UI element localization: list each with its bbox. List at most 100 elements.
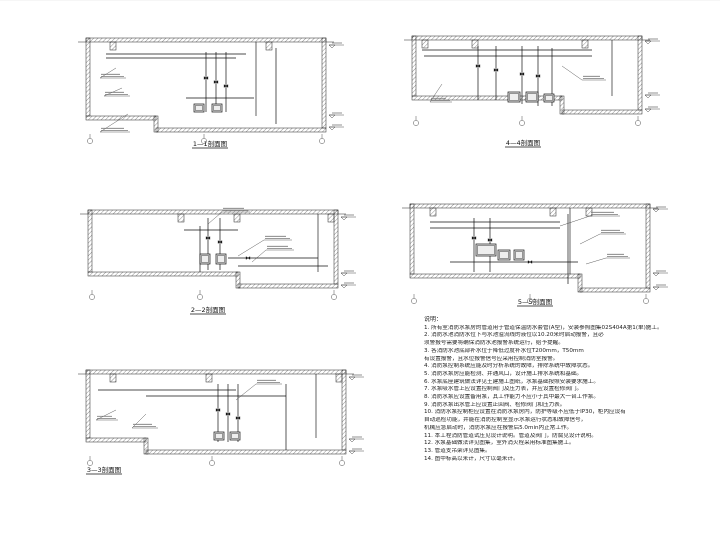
concrete-slab xyxy=(421,39,429,49)
concrete-slab xyxy=(409,273,581,279)
grid-axis-bubble xyxy=(209,460,215,466)
design-notes: 说明： 1. 所有室消防水泵房的管道用于管道保温防水套管(A型)，安装参照图集0… xyxy=(424,316,710,538)
concrete-slab xyxy=(559,95,565,115)
valve-symbol xyxy=(493,68,499,72)
concrete-slab xyxy=(205,373,213,383)
grid-axis-bubble xyxy=(87,460,93,466)
concrete-slab xyxy=(177,213,185,223)
concrete-slab xyxy=(85,37,327,43)
note-item: 有设置报警，且水位报警信号应采用控制消防室报警。 xyxy=(424,355,559,362)
valve-symbol xyxy=(475,64,481,68)
concrete-slab xyxy=(581,39,589,49)
concrete-slab xyxy=(409,203,415,275)
valve-symbol xyxy=(535,74,541,78)
note-item: 11. 本工程消防管道试压见设计说明。管道及阀门，防腐见设计说明。 xyxy=(424,432,597,439)
grid-axis-bubble xyxy=(319,138,325,144)
concrete-slab xyxy=(341,369,347,451)
elevation-mark xyxy=(328,114,336,119)
grid-axis-bubble xyxy=(87,138,93,144)
concrete-slab xyxy=(87,271,239,277)
elevation-mark xyxy=(644,40,652,45)
concrete-slab xyxy=(637,35,643,111)
concrete-slab xyxy=(87,209,339,215)
note-item: 2. 消防水池消防水位下与水池溢流线的液位以10.20米时启动报警，且必 xyxy=(424,332,604,339)
elevation-mark xyxy=(644,94,652,99)
concrete-slab xyxy=(233,213,241,223)
valve-symbol xyxy=(203,76,209,80)
grid-axis-bubble xyxy=(413,120,419,126)
section-title: 3—3剖面图 xyxy=(87,465,121,474)
elevation-mark xyxy=(340,272,348,277)
grid-axis-bubble xyxy=(527,298,533,304)
note-item: 须警报号需要将确保消防水池报警系统运行，给予提醒。 xyxy=(424,340,564,347)
concrete-slab xyxy=(577,273,583,293)
section-title: 1—1剖面图 xyxy=(193,139,227,148)
section-title: 5—5剖面图 xyxy=(518,297,552,306)
concrete-slab xyxy=(411,35,643,41)
notes-list: 1. 所有室消防水泵房的管道用于管道保温防水套管(A型)，安装参照图集02S40… xyxy=(424,325,710,464)
elevation-mark xyxy=(652,286,660,291)
note-item: 9. 消防水泵出水管上应设置止回阀、检修阀门和压力表。 xyxy=(424,401,566,408)
concrete-slab xyxy=(579,287,651,293)
valve-symbol xyxy=(245,256,251,260)
grid-axis-bubble xyxy=(519,120,525,126)
elevation-mark xyxy=(652,272,660,277)
valve-symbol xyxy=(519,72,525,76)
section-1-1: 1—1剖面图 xyxy=(78,37,344,149)
concrete-slab xyxy=(411,35,417,97)
elevation-mark xyxy=(644,108,652,113)
elevation-mark xyxy=(652,208,660,213)
elevation-mark xyxy=(348,376,356,381)
elevation-mark xyxy=(348,438,356,443)
concrete-slab xyxy=(153,115,159,133)
concrete-slab xyxy=(471,39,479,49)
concrete-slab xyxy=(645,203,651,289)
valve-symbol xyxy=(487,238,493,242)
note-item: 12. 水泵基础做法详见图集，室外消火栓采用标准图集施工。 xyxy=(424,440,575,447)
grid-axis-bubble xyxy=(339,460,345,466)
valve-symbol xyxy=(205,236,211,240)
elevation-mark xyxy=(348,450,356,455)
section-title: 2—2剖面图 xyxy=(191,305,225,314)
section-4-4: 4—4剖面图 xyxy=(404,35,660,148)
valve-symbol xyxy=(225,412,231,416)
valve-symbol xyxy=(213,80,219,84)
note-item: 4. 消防泵控制系统应能及时分析系统的故障，排除系统中故障状态。 xyxy=(424,363,594,370)
note-item: 6. 水泵底座建筑做法详见土建施工图纸，水泵基础按照安装要求施工。 xyxy=(424,378,599,385)
concrete-slab xyxy=(85,437,147,443)
concrete-slab xyxy=(409,203,651,209)
concrete-slab xyxy=(85,37,91,117)
grid-axis-bubble xyxy=(197,294,203,300)
valve-symbol xyxy=(235,416,241,420)
note-item: 机械应急启动时，消防水泵应在报警后5.0min内正常工作。 xyxy=(424,424,573,431)
concrete-slab xyxy=(87,209,93,273)
concrete-slab xyxy=(145,449,347,455)
concrete-slab xyxy=(321,37,327,129)
concrete-slab xyxy=(327,213,335,223)
valve-symbol xyxy=(215,408,221,412)
concrete-slab xyxy=(237,283,339,289)
concrete-slab xyxy=(265,41,273,51)
section-5-5: 5—5剖面图 xyxy=(402,203,668,307)
valve-symbol xyxy=(527,260,533,264)
note-item: 自动巡检功能，并能在消防控制室显示水泵运行状态和故障信号， xyxy=(424,417,587,424)
grid-axis-bubble xyxy=(201,138,207,144)
note-item: 5. 消防水泵房应能检测、并通风口，设计施工排水系统和基础。 xyxy=(424,370,583,377)
concrete-slab xyxy=(85,369,91,439)
note-item: 8. 消防水泵应设置备用泵，其工作能力不应小于其中最大一台工作泵。 xyxy=(424,394,599,401)
note-item: 1. 所有室消防水泵房的管道用于管道保温防水套管(A型)，安装参照图集02S40… xyxy=(424,324,663,331)
note-item: 3. 各消防水池底部补水位于降低过度补水位T200mm，T50mm xyxy=(424,347,584,354)
concrete-slab xyxy=(109,41,117,51)
grid-axis-bubble xyxy=(643,298,649,304)
concrete-slab xyxy=(429,207,437,217)
concrete-slab xyxy=(335,373,343,383)
concrete-slab xyxy=(333,209,339,285)
note-item: 7. 水泵吸水管上应设置控制阀门及压力表，并应设置检修阀门。 xyxy=(424,386,583,393)
concrete-slab xyxy=(85,369,347,375)
concrete-slab xyxy=(109,373,117,383)
valve-symbol xyxy=(471,236,477,240)
concrete-slab xyxy=(85,115,157,121)
concrete-slab xyxy=(561,109,643,115)
concrete-slab xyxy=(549,207,557,217)
